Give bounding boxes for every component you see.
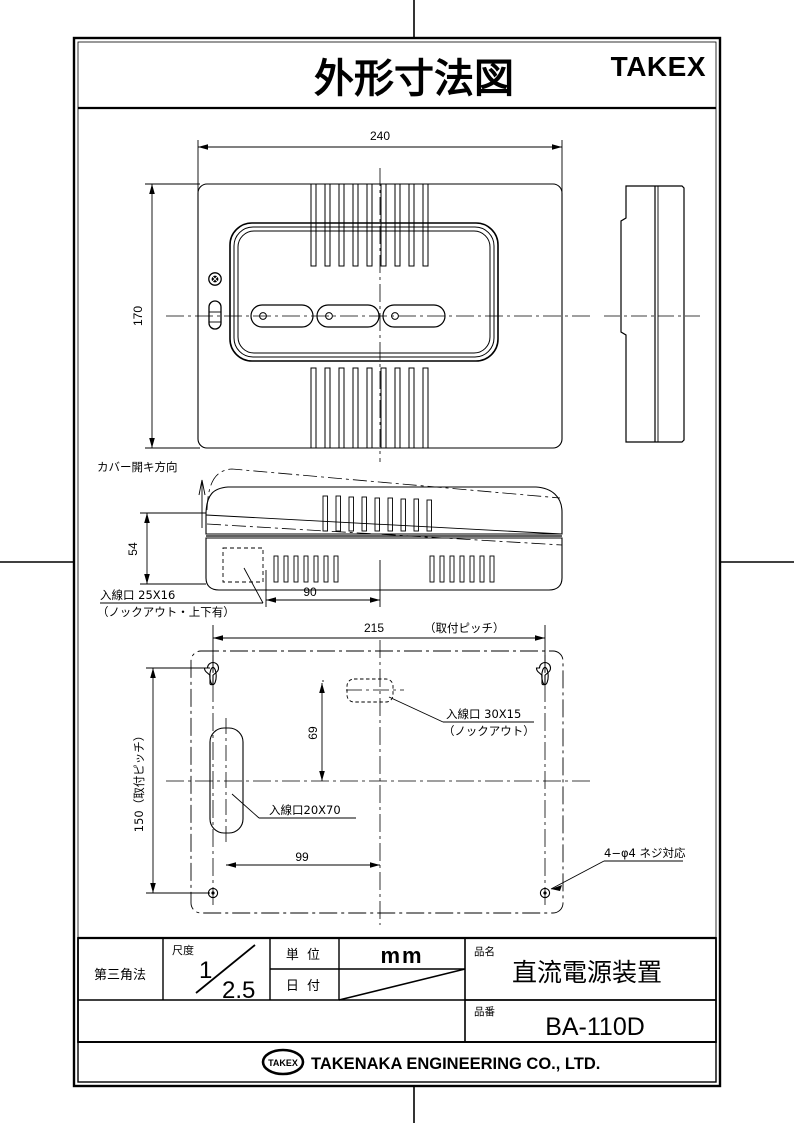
dim-90 <box>265 560 381 607</box>
side-outline <box>620 185 685 443</box>
side-section-view: カバー開キ方向 54 <box>97 460 563 619</box>
leader-screw-arrowhead <box>551 885 562 891</box>
dim-215-note: （取付ピッチ） <box>424 621 505 635</box>
front-screw <box>208 272 222 286</box>
dim-170-label: 170 <box>131 306 145 326</box>
base-profile <box>205 537 563 591</box>
front-panel <box>229 222 499 362</box>
entry-30x15-label: 入線口 30X15 <box>446 707 521 721</box>
knockout-25x16 <box>222 547 264 583</box>
scale-numerator: 1 <box>199 957 212 984</box>
cover-open-outline <box>206 468 563 546</box>
drawing-frame <box>72 36 722 1088</box>
part-no-label: 品番 <box>474 1006 495 1018</box>
dim-170 <box>145 183 200 449</box>
indicator-2 <box>316 304 380 328</box>
front-oval-slot <box>208 300 222 330</box>
date-label: 日 付 <box>286 979 322 994</box>
dim-54 <box>140 512 206 585</box>
dim-99 <box>226 862 380 868</box>
dim-69-label: 69 <box>306 726 320 740</box>
entry-20x70-label: 入線口20X70 <box>269 803 341 817</box>
rear-view: 215 （取付ピッチ） 150（取付ピッチ） <box>132 621 686 925</box>
mount-hole-bottom-right <box>539 887 551 899</box>
title-block <box>77 936 717 1083</box>
indicator-1 <box>250 304 314 328</box>
part-no-value: BA-110D <box>545 1013 645 1041</box>
side-view <box>604 185 700 443</box>
unit-value: mm <box>380 943 423 968</box>
takex-logo-text: TAKEX <box>268 1058 298 1068</box>
page-title: 外形寸法図 <box>314 56 514 102</box>
entry-30x15-sublabel: （ノックアウト） <box>443 724 535 738</box>
dim-99-label: 99 <box>295 850 309 864</box>
leader-20x70 <box>231 793 260 819</box>
keyhole-top-left <box>203 662 220 686</box>
leader-screw-note <box>550 860 605 890</box>
rear-centerlines <box>166 640 592 925</box>
dim-215-label: 215 <box>364 621 384 635</box>
cover-profile <box>205 486 563 535</box>
company-footer: TAKEX TAKENAKA ENGINEERING CO., LTD. <box>261 1048 600 1076</box>
dim-150-label: 150（取付ピッチ） <box>132 730 146 832</box>
product-name-label: 品名 <box>474 945 495 958</box>
cover-inner-edge <box>205 514 563 535</box>
dim-69 <box>319 680 325 781</box>
front-view: 240 170 <box>131 129 592 462</box>
cover-open-arrow <box>198 479 206 528</box>
screw-note-label: 4−φ4 ネジ対応 <box>604 846 686 860</box>
knockout-30x15 <box>346 678 394 703</box>
dim-90-label: 90 <box>303 585 317 599</box>
dim-240 <box>197 140 563 192</box>
scale-slash <box>195 944 256 994</box>
takex-wordmark: TAKEX <box>611 51 706 82</box>
leader-25x16 <box>243 567 264 604</box>
keyhole-top-right <box>535 662 552 686</box>
dim-150 <box>146 667 210 894</box>
indicator-3 <box>382 304 446 328</box>
section-base-vents-right <box>429 555 495 583</box>
entry-25x16-label: 入線口 25X16 <box>100 588 175 602</box>
product-name-value: 直流電源装置 <box>512 958 662 987</box>
section-cover-vents <box>322 495 432 532</box>
date-empty-diagonal <box>338 968 466 1001</box>
front-vents-top <box>310 183 429 267</box>
leader-30x15 <box>388 696 444 723</box>
entry-20x70-shape <box>209 727 244 834</box>
section-base-vents-left <box>273 555 339 583</box>
entry-25x16-sublabel: （ノックアウト・上下有） <box>97 605 235 619</box>
mount-hole-bottom-left <box>207 887 219 899</box>
front-indicators <box>250 304 446 328</box>
dim-240-label: 240 <box>370 129 390 143</box>
company-name: TAKENAKA ENGINEERING CO., LTD. <box>311 1055 600 1073</box>
front-vents-bottom <box>310 367 429 449</box>
dim-215 <box>212 625 546 672</box>
takex-logo-badge <box>261 1048 305 1076</box>
unit-label: 単 位 <box>286 947 322 963</box>
rear-plate-outline <box>190 650 564 914</box>
scale-label: 尺度 <box>172 943 194 957</box>
dim-54-label: 54 <box>126 542 140 556</box>
projection-label: 第三角法 <box>94 968 146 983</box>
cover-open-label: カバー開キ方向 <box>97 460 178 474</box>
scale-denominator: 2.5 <box>222 977 255 1004</box>
